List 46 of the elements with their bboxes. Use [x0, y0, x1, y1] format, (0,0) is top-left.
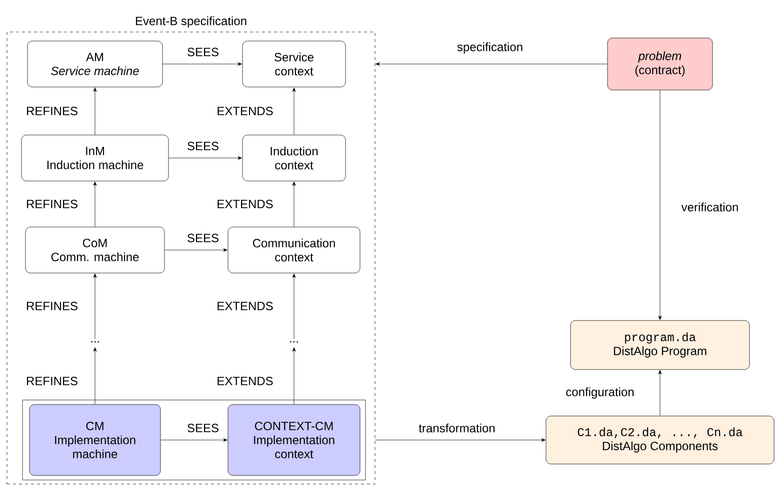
edge-label: EXTENDS: [216, 198, 274, 210]
context-box: Service context: [242, 40, 346, 88]
ellipsis-text: ...: [91, 341, 99, 342]
edge-label: REFINES: [25, 106, 79, 116]
edge-label: configuration: [564, 386, 636, 400]
arrow: [93, 182, 97, 227]
arrow: [292, 274, 296, 340]
edge-label: SEES: [186, 232, 220, 244]
problem-box: problem (contract): [607, 38, 713, 90]
arrow: [168, 156, 242, 160]
edge-label: transformation: [418, 422, 496, 434]
arrow: [162, 62, 242, 66]
arrow: [93, 347, 97, 404]
node-label: Event-B specification: [136, 16, 246, 28]
machine-box: InM Induction machine: [21, 134, 169, 182]
arrow: [375, 438, 546, 442]
context-box: Communication context: [228, 226, 360, 274]
machine-box: CoM Comm. machine: [25, 226, 165, 274]
arrow: [160, 438, 228, 442]
machine-box: CM Implementation machine: [29, 404, 161, 476]
edge-label: verification: [680, 202, 740, 212]
edge-label: EXTENDS: [216, 106, 274, 116]
components-box: C1.da,C2.da, ..., Cn.da DistAlgo Components: [546, 416, 774, 464]
edge-label: specification: [456, 41, 524, 55]
context-box: Induction context: [242, 134, 346, 182]
edge-label: REFINES: [25, 198, 79, 210]
arrow: [93, 88, 97, 135]
arrow: [93, 274, 97, 340]
program-box: program.da DistAlgo Program: [570, 320, 750, 370]
arrow: [292, 347, 296, 404]
arrow: [376, 62, 608, 66]
edge-label: EXTENDS: [216, 300, 274, 312]
ellipsis-text: ...: [290, 341, 298, 342]
arrow: [164, 248, 228, 252]
arrow: [658, 370, 662, 416]
arrow: [658, 90, 662, 320]
machine-box: AM Service machine: [27, 40, 163, 88]
edge-label: REFINES: [25, 376, 79, 386]
edge-label: SEES: [186, 140, 220, 152]
arrow: [292, 88, 296, 135]
arrow: [292, 182, 296, 227]
edge-label: REFINES: [25, 300, 79, 312]
edge-label: EXTENDS: [216, 376, 274, 386]
context-box: CONTEXT-CM Implementation context: [228, 404, 360, 476]
edge-label: SEES: [186, 46, 220, 58]
edge-label: SEES: [186, 422, 220, 434]
